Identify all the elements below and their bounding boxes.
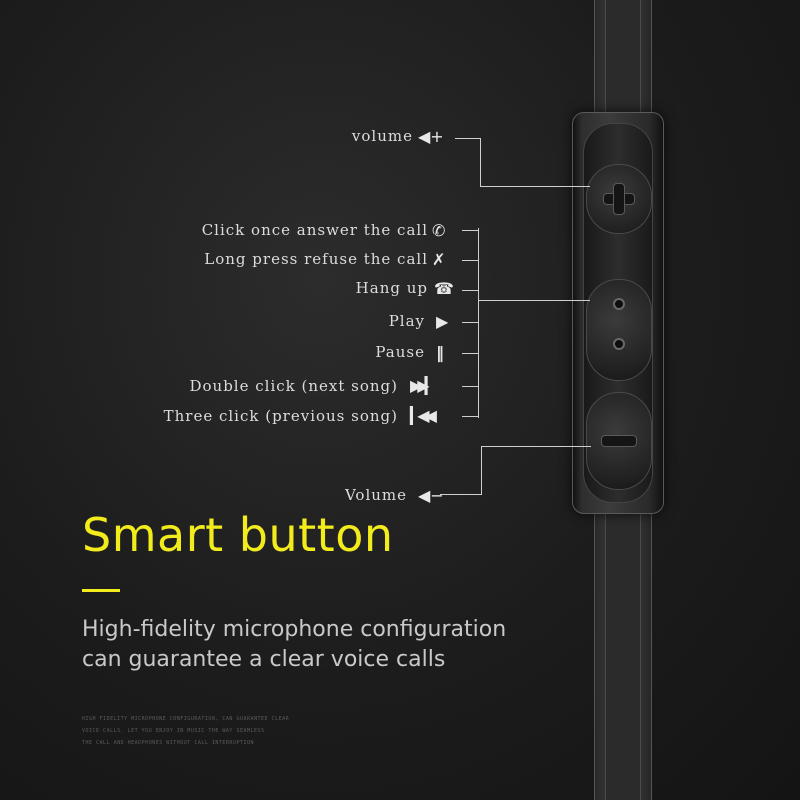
- subtitle-line-2: can guarantee a clear voice calls: [82, 647, 446, 672]
- fine-print-line-2: VOICE CALLS. LET YOU ENJOY IN MUSIC THE …: [82, 728, 265, 734]
- cable-bottom: [594, 500, 652, 800]
- multifunction-button[interactable]: [586, 279, 652, 381]
- callout-line: [481, 446, 591, 447]
- pause-label: Pause: [375, 343, 425, 361]
- volume-up-button[interactable]: [586, 164, 652, 234]
- fine-print-line-3: THE CALL AND HEADPHONES WITHOUT CALL INT…: [82, 740, 255, 746]
- play-label: Play: [388, 312, 425, 330]
- volume-down-label: Volume: [344, 486, 407, 504]
- subtitle-line-1: High-fidelity microphone configuration: [82, 617, 507, 642]
- callout-line: [462, 353, 478, 354]
- speaker-plus-icon: ◀+: [418, 127, 444, 146]
- phone-refuse-icon: ✗: [432, 250, 446, 269]
- callout-line: [462, 260, 478, 261]
- speaker-minus-icon: ◀−: [418, 486, 444, 505]
- callout-line: [480, 186, 590, 187]
- hang-up-label: Hang up: [355, 279, 428, 297]
- callout-line: [478, 228, 479, 418]
- headline: Smart button: [82, 508, 394, 562]
- remote-face: [583, 123, 653, 503]
- callout-line: [478, 300, 590, 301]
- volume-up-label: volume: [351, 127, 413, 145]
- callout-line: [440, 494, 482, 495]
- callout-line: [462, 290, 478, 291]
- play-icon: ▶: [436, 312, 449, 331]
- answer-call-label: Click once answer the call: [201, 221, 428, 239]
- callout-line: [462, 322, 478, 323]
- callout-line: [462, 416, 478, 417]
- cable-top: [594, 0, 652, 125]
- hang-up-icon: ☎: [434, 279, 454, 298]
- callout-line: [462, 386, 478, 387]
- previous-song-label: Three click (previous song): [163, 407, 398, 425]
- next-song-label: Double click (next song): [189, 377, 398, 395]
- pause-icon: ‖: [436, 343, 444, 362]
- inline-remote: [572, 112, 664, 514]
- refuse-call-label: Long press refuse the call: [204, 250, 428, 268]
- previous-track-icon: ▎◀◀: [410, 406, 437, 425]
- callout-line: [480, 138, 481, 186]
- callout-line: [481, 446, 482, 495]
- fine-print-line-1: HIGH FIDELITY MICROPHONE CONFIGURATION, …: [82, 716, 290, 722]
- callout-line: [462, 230, 478, 231]
- callout-line: [455, 138, 481, 139]
- accent-rule: [82, 589, 120, 592]
- volume-down-button[interactable]: [586, 392, 652, 490]
- phone-answer-icon: ✆: [432, 221, 446, 240]
- next-track-icon: ▶▶▎: [410, 376, 437, 395]
